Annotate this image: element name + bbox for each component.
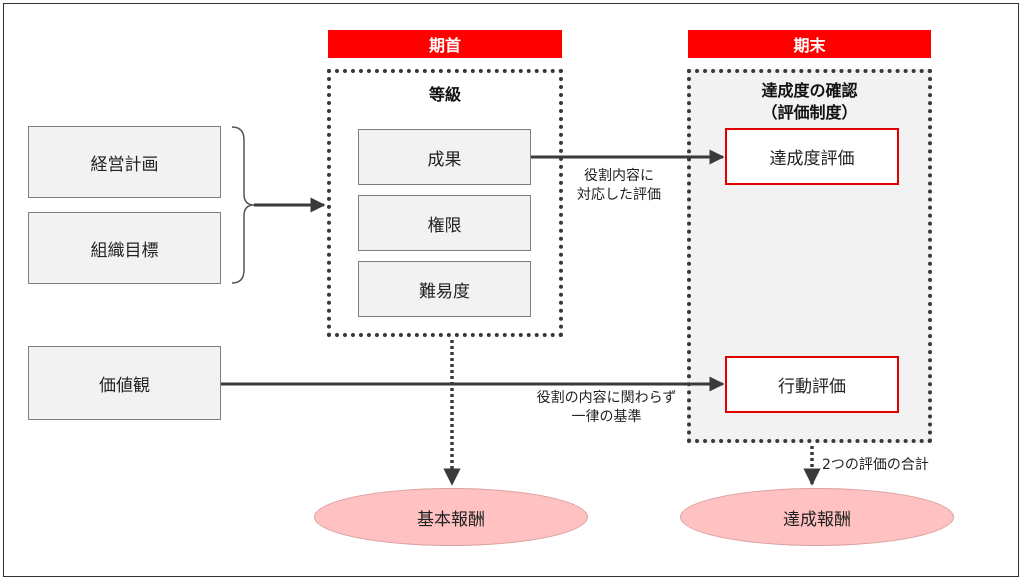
role-based-note-line2: 対応した評価 [577,187,661,203]
uniform-note-line1: 役割の内容に関わらず [536,390,677,406]
uniform-note: 役割の内容に関わらず 一律の基準 [524,389,689,427]
grade-item-difficulty: 難易度 [358,261,531,317]
achievement-evaluation-box: 達成度評価 [725,128,899,185]
achievement-check-title: 達成度の確認 （評価制度） [687,80,932,124]
org-goals-box: 組織目標 [28,212,221,284]
uniform-note-line2: 一律の基準 [571,409,642,425]
achievement-check-title-line2: （評価制度） [761,103,858,122]
grade-item-result: 成果 [358,129,531,185]
values-box: 価値観 [28,346,221,420]
sum-note: 2つの評価の合計 [822,457,929,473]
grade-container [327,69,563,337]
achievement-check-title-line1: 達成度の確認 [761,81,858,100]
header-end: 期末 [688,30,931,58]
role-based-note: 役割内容に 対応した評価 [560,167,678,205]
base-pay-ellipse: 基本報酬 [314,488,588,546]
header-start: 期首 [328,30,562,58]
management-plan-box: 経営計画 [28,126,221,198]
grade-item-authority: 権限 [358,195,531,251]
behavior-evaluation-box: 行動評価 [725,356,899,413]
grade-title: 等級 [428,85,461,104]
achievement-pay-ellipse: 達成報酬 [680,488,954,546]
role-based-note-line1: 役割内容に [584,168,654,184]
input-brace [231,126,255,284]
